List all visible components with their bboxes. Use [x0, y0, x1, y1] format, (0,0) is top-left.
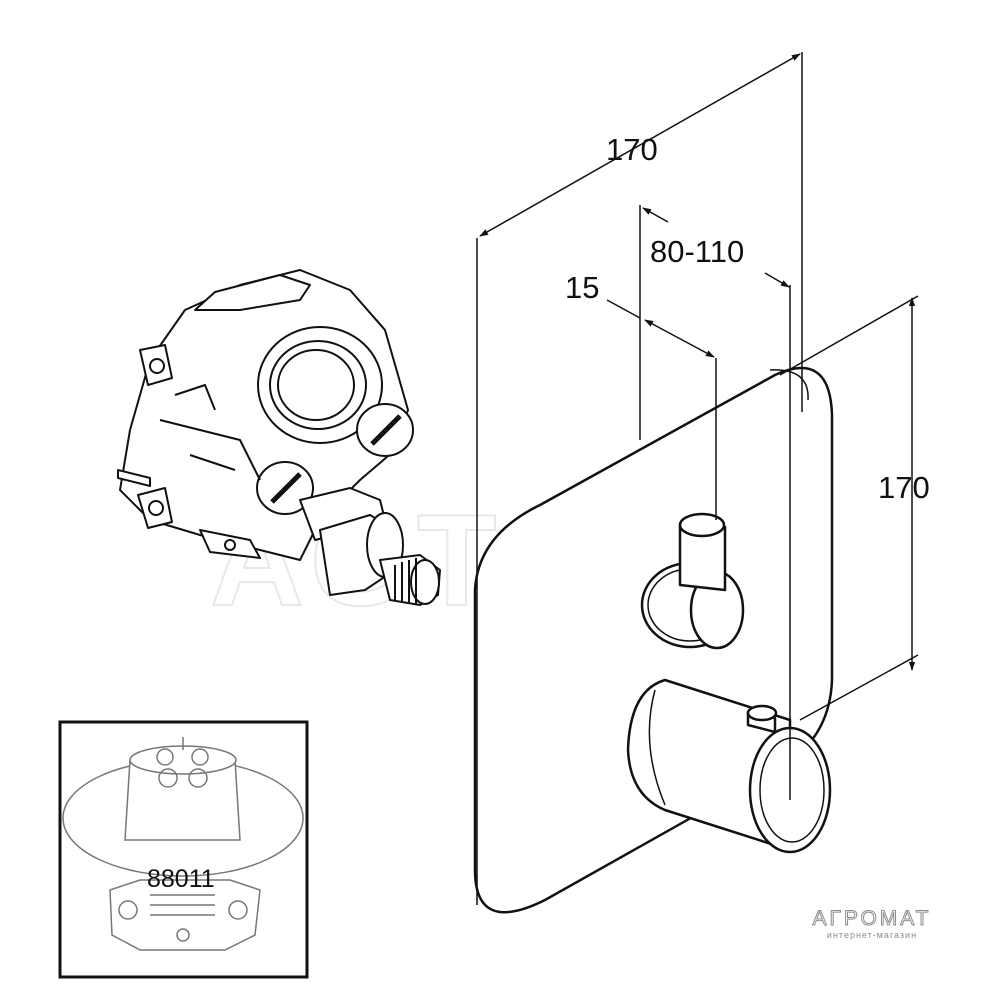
- dimension-width-label: 170: [606, 132, 658, 167]
- dimension-height-label: 170: [878, 470, 930, 505]
- valve-body-illustration: [117, 269, 441, 606]
- dimension-depth-label: 80-110: [650, 234, 744, 269]
- dimension-offset-label: 15: [565, 270, 599, 305]
- inset-box: 88011: [58, 720, 309, 979]
- logo-tagline: интернет-магазин: [826, 930, 918, 940]
- logo-name: АГРОМАТ: [812, 907, 932, 930]
- dimension-lines: [476, 52, 919, 905]
- cartridge-illustration: [62, 737, 304, 951]
- part-number-label: 88011: [147, 865, 215, 893]
- store-logo: АГРОМАТ интернет-магазин: [802, 907, 942, 940]
- cover-plate-illustration: [473, 366, 834, 914]
